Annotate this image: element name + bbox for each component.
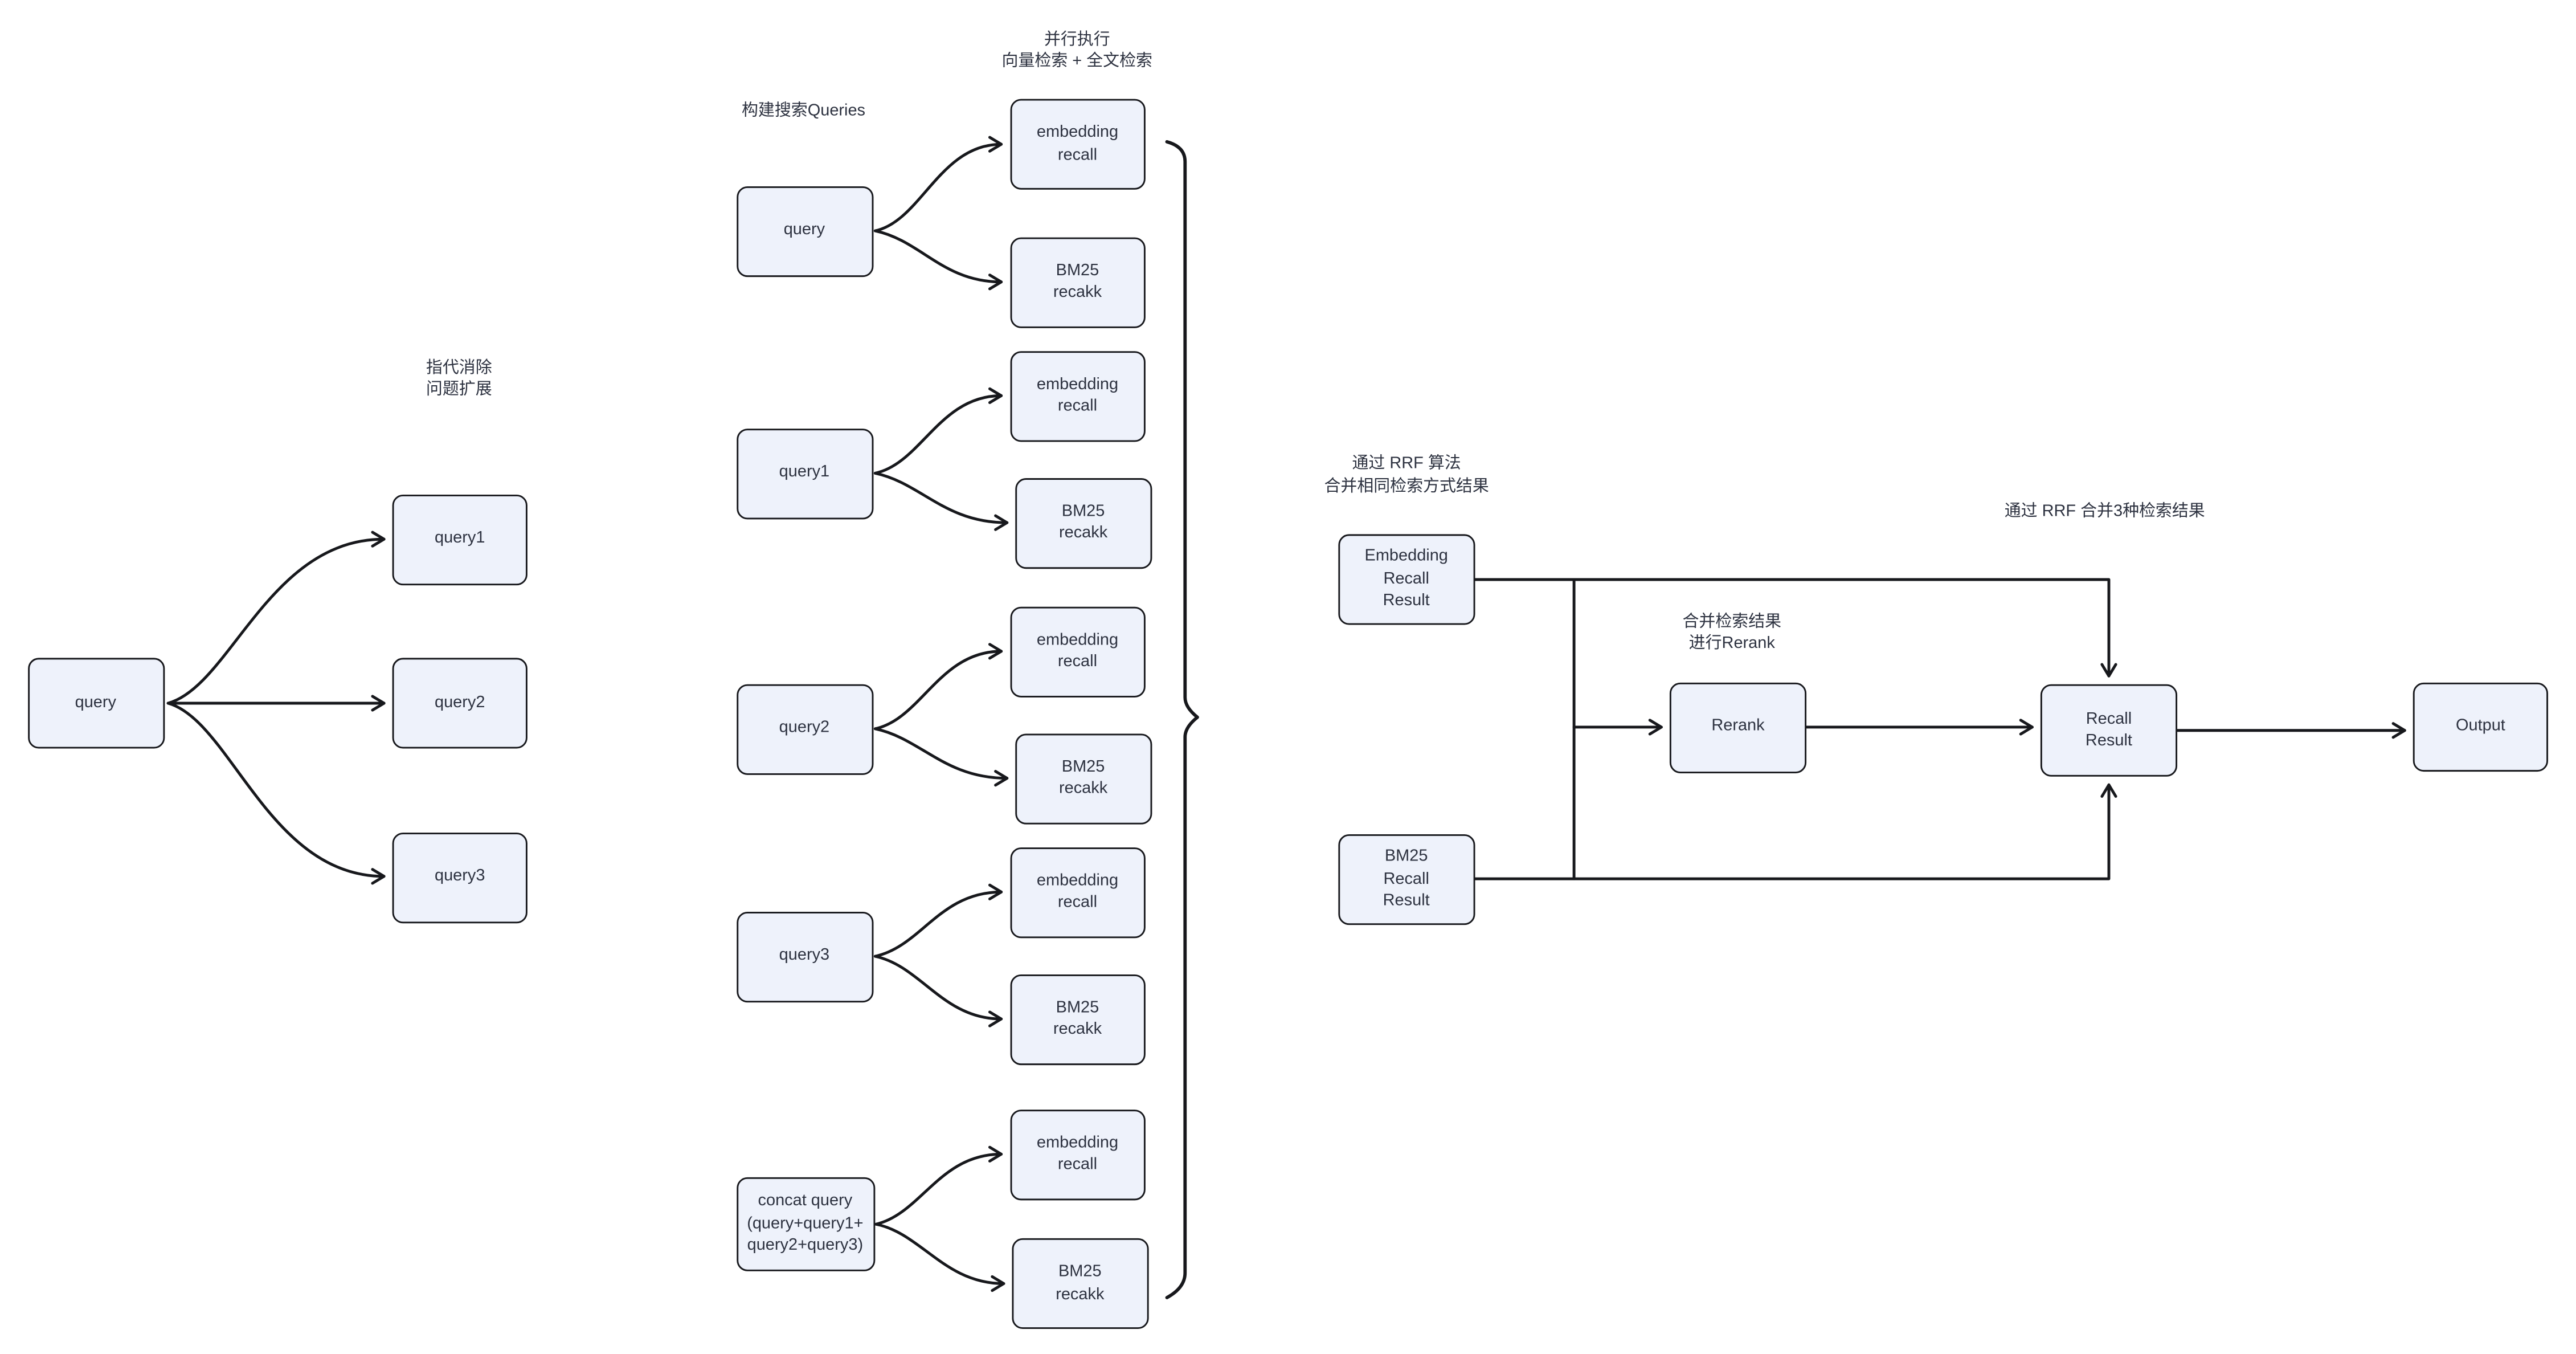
node-bm25-recall-2: BM25 recakk <box>1015 477 1151 568</box>
arrow-recallresult-to-output <box>2176 722 2406 739</box>
node-bm25-recall-1: BM25 recakk <box>1009 236 1146 328</box>
node-query2-left: query2 <box>392 658 528 749</box>
node-embedding-recall-2: embedding recall <box>1009 350 1146 441</box>
arrow-query2mid-to-embedding3 <box>873 643 1003 731</box>
arrow-query-to-query1 <box>166 531 386 705</box>
arrow-concat-to-bm25-5 <box>874 1222 1005 1292</box>
node-bm25-recall-3: BM25 recakk <box>1015 733 1151 824</box>
annotation-rrf-merge-three: 通过 RRF 合并3种检索结果 <box>2004 503 2205 522</box>
line-embeddingresult-to-recallresult-top <box>1473 578 2117 678</box>
arrow-junction-to-rerank <box>1572 719 1663 736</box>
node-embedding-recall-3: embedding recall <box>1009 606 1146 697</box>
node-rerank: Rerank <box>1669 682 1807 773</box>
node-embedding-recall-1: embedding recall <box>1009 99 1146 190</box>
node-output: Output <box>2413 682 2549 772</box>
arrow-query3mid-to-bm25-4 <box>873 955 1003 1027</box>
arrow-query-to-query2 <box>166 695 386 712</box>
arrow-concat-to-embedding5 <box>874 1145 1003 1226</box>
arrow-query1mid-to-embedding2 <box>873 387 1003 475</box>
arrow-query-to-query3 <box>166 702 386 885</box>
node-query-left: query <box>27 658 164 749</box>
arrow-querymid-to-embedding1 <box>873 136 1003 233</box>
arrow-querymid-to-bm25-1 <box>873 229 1003 291</box>
annotation-build-queries: 构建搜索Queries <box>741 101 866 120</box>
annotation-coref-expand: 指代消除 问题扩展 <box>426 358 492 399</box>
node-concat-query: concat query (query+query1+ query2+query… <box>735 1177 874 1271</box>
annotation-parallel-exec: 并行执行 向量检索 + 全文检索 <box>1001 30 1153 71</box>
node-embedding-recall-4: embedding recall <box>1009 846 1146 937</box>
annotation-merge-rerank: 合并检索结果 进行Rerank <box>1682 613 1782 654</box>
node-query1-mid: query1 <box>735 427 873 519</box>
arrow-query2mid-to-bm25-3 <box>873 727 1009 787</box>
line-bm25result-to-recallresult-bottom <box>1473 783 2117 880</box>
arrow-rerank-to-recallresult <box>1805 719 2034 736</box>
node-query3-mid: query3 <box>735 911 873 1002</box>
node-embedding-recall-5: embedding recall <box>1009 1108 1146 1200</box>
arrow-query3mid-to-embedding4 <box>873 883 1003 958</box>
node-query1-left: query1 <box>392 494 528 585</box>
arrow-query1mid-to-bm25-2 <box>873 471 1009 531</box>
node-query2-mid: query2 <box>735 683 873 774</box>
annotation-rrf-merge-same: 通过 RRF 算法 合并相同检索方式结果 <box>1324 455 1489 496</box>
node-bm25-recall-4: BM25 recakk <box>1009 973 1146 1065</box>
node-query3-left: query3 <box>392 831 528 923</box>
node-bm25-recall-result: BM25 Recall Result <box>1338 834 1475 924</box>
node-embedding-recall-result: Embedding Recall Result <box>1338 534 1475 625</box>
curly-brace <box>1165 140 1199 1299</box>
node-query-mid: query <box>735 185 873 276</box>
node-bm25-recall-5: BM25 recakk <box>1012 1238 1148 1329</box>
node-recall-result: Recall Result <box>2040 684 2178 777</box>
